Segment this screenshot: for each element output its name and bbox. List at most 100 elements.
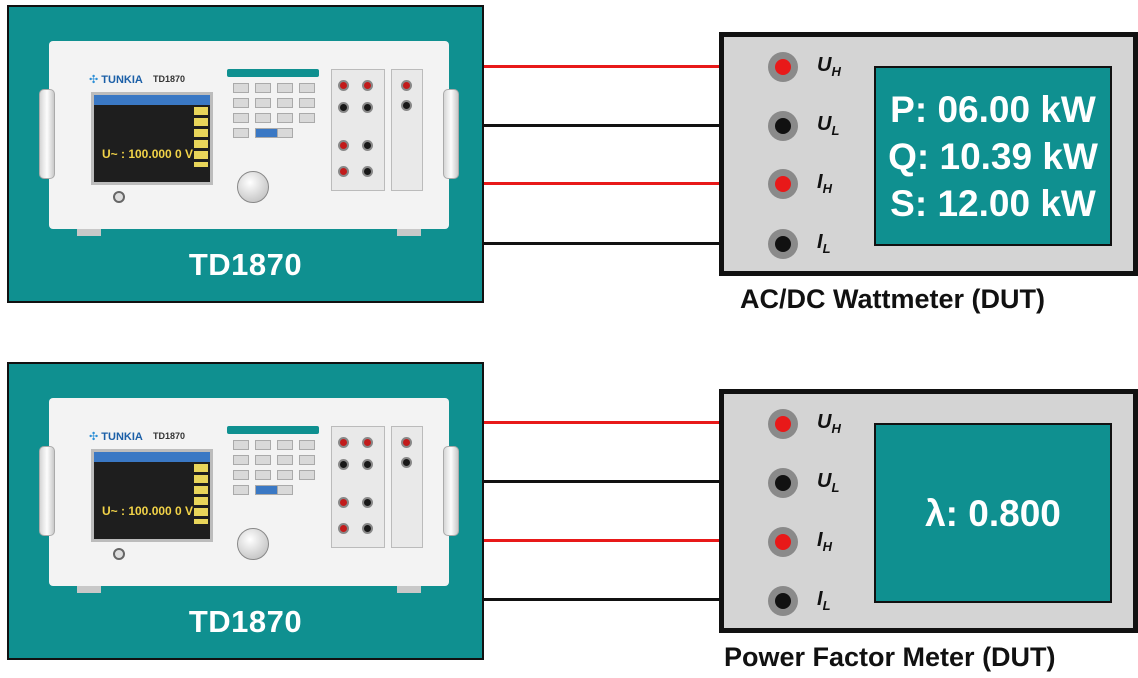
key bbox=[233, 455, 249, 465]
jack-icon bbox=[362, 102, 373, 113]
terminal-ih-icon bbox=[768, 527, 798, 557]
terminal-label-ih: IH bbox=[817, 171, 832, 196]
key bbox=[233, 128, 249, 138]
screen-title-bar bbox=[94, 452, 210, 462]
key bbox=[277, 98, 293, 108]
key bbox=[255, 98, 271, 108]
jack-icon bbox=[338, 166, 349, 177]
rotary-knob-icon bbox=[237, 171, 269, 203]
key bbox=[233, 440, 249, 450]
terminal-uh-icon bbox=[768, 52, 798, 82]
source-title: TD1870 bbox=[188, 604, 303, 639]
screen-reading: U~ : 100.000 0 V bbox=[102, 147, 194, 161]
dut-title-2: Power Factor Meter (DUT) bbox=[724, 642, 1056, 672]
terminal-il-icon bbox=[768, 586, 798, 616]
key bbox=[277, 83, 293, 93]
left-handle bbox=[39, 446, 55, 536]
instrument-model-label: TD1870 bbox=[153, 431, 186, 441]
keypad-header bbox=[227, 69, 319, 77]
key bbox=[277, 470, 293, 480]
keypad bbox=[227, 69, 319, 199]
jack-icon bbox=[338, 140, 349, 151]
instrument-screen: U~ : 100.000 0 V bbox=[91, 449, 213, 542]
key bbox=[277, 485, 293, 495]
key bbox=[255, 455, 271, 465]
jack-icon bbox=[401, 80, 412, 91]
wire-ih bbox=[484, 539, 774, 542]
screen-softkeys bbox=[194, 107, 208, 167]
brand-logo-icon: ✣ bbox=[89, 431, 99, 443]
jack-icon bbox=[362, 140, 373, 151]
terminal-label-uh: UH bbox=[817, 54, 841, 79]
terminal-label-il: IL bbox=[817, 231, 831, 256]
terminal-label-ul: UL bbox=[817, 470, 840, 495]
key bbox=[299, 83, 315, 93]
rotary-knob-icon bbox=[237, 528, 269, 560]
screen-reading: U~ : 100.000 0 V bbox=[102, 504, 194, 518]
jack-icon bbox=[362, 459, 373, 470]
terminal-label-ih: IH bbox=[817, 529, 832, 554]
right-handle bbox=[443, 89, 459, 179]
foot bbox=[397, 229, 421, 236]
dut-wattmeter: UH UL IH IL P: 06.00 kW Q: 10.39 kW S: 1… bbox=[719, 32, 1138, 276]
source-panel-2: ✣ TUNKIA TD1870 U~ : 100.000 0 V bbox=[7, 362, 484, 660]
jack-icon bbox=[401, 437, 412, 448]
instrument-screen: U~ : 100.000 0 V bbox=[91, 92, 213, 185]
jack-icon bbox=[362, 166, 373, 177]
jack-icon bbox=[362, 523, 373, 534]
terminal-label-il: IL bbox=[817, 588, 831, 613]
dut-power-factor-meter: UH UL IH IL λ: 0.800 bbox=[719, 389, 1138, 633]
key bbox=[255, 113, 271, 123]
source-title: TD1870 bbox=[188, 247, 303, 282]
key bbox=[299, 455, 315, 465]
wire-ul bbox=[484, 124, 774, 127]
right-handle bbox=[443, 446, 459, 536]
jack-icon bbox=[362, 497, 373, 508]
keypad-header bbox=[227, 426, 319, 434]
jack-icon bbox=[338, 523, 349, 534]
jack-icon bbox=[338, 497, 349, 508]
dut-display: λ: 0.800 bbox=[874, 423, 1112, 603]
wire-ih bbox=[484, 182, 774, 185]
key bbox=[233, 485, 249, 495]
jack-icon bbox=[401, 457, 412, 468]
power-switch-icon bbox=[113, 548, 125, 560]
key bbox=[233, 98, 249, 108]
key bbox=[299, 98, 315, 108]
brand-label: ✣ TUNKIA bbox=[89, 430, 143, 443]
terminal-block-aux bbox=[391, 426, 423, 548]
brand-text: TUNKIA bbox=[101, 74, 143, 86]
terminal-ul-icon bbox=[768, 468, 798, 498]
display-line-s: S: 12.00 kW bbox=[890, 182, 1096, 224]
td1870-instrument-image: ✣ TUNKIA TD1870 U~ : 100.000 0 V bbox=[39, 41, 459, 236]
terminal-block bbox=[331, 69, 385, 191]
td1870-instrument-image: ✣ TUNKIA TD1870 U~ : 100.000 0 V bbox=[39, 398, 459, 593]
jack-icon bbox=[338, 459, 349, 470]
terminal-label-uh: UH bbox=[817, 411, 841, 436]
key bbox=[277, 455, 293, 465]
keypad bbox=[227, 426, 319, 556]
key bbox=[233, 470, 249, 480]
key bbox=[277, 113, 293, 123]
screen-softkeys bbox=[194, 464, 208, 524]
foot bbox=[77, 229, 101, 236]
key bbox=[255, 440, 271, 450]
foot bbox=[77, 586, 101, 593]
display-line-lambda: λ: 0.800 bbox=[925, 492, 1061, 534]
wire-il bbox=[484, 598, 774, 601]
brand-logo-icon: ✣ bbox=[89, 74, 99, 86]
key bbox=[277, 128, 293, 138]
terminal-il-icon bbox=[768, 229, 798, 259]
brand-text: TUNKIA bbox=[101, 431, 143, 443]
key bbox=[299, 113, 315, 123]
display-line-q: Q: 10.39 kW bbox=[888, 135, 1098, 177]
display-line-p: P: 06.00 kW bbox=[890, 88, 1096, 130]
instrument-model-label: TD1870 bbox=[153, 74, 186, 84]
source-panel-1: ✣ TUNKIA TD1870 U~ : 100.000 0 V bbox=[7, 5, 484, 303]
screen-title-bar bbox=[94, 95, 210, 105]
key bbox=[233, 83, 249, 93]
jack-icon bbox=[401, 100, 412, 111]
wire-uh bbox=[484, 65, 774, 68]
key bbox=[255, 470, 271, 480]
jack-icon bbox=[362, 80, 373, 91]
